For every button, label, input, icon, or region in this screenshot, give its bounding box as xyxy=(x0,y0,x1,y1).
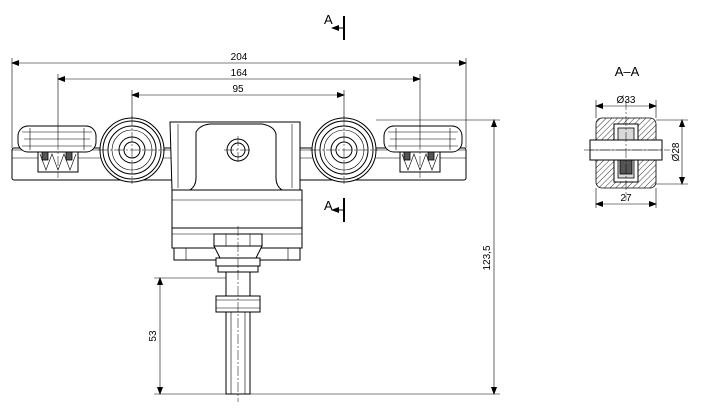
section-dimension-labels: Ø33 Ø28 27 xyxy=(617,95,682,204)
right-wheel xyxy=(310,116,378,184)
left-wheel xyxy=(98,116,166,184)
dim-wheel-inner-dia: Ø28 xyxy=(671,142,682,161)
section-marker-top: A xyxy=(324,12,345,40)
front-view xyxy=(11,116,467,402)
right-spring-assembly xyxy=(399,140,441,178)
threaded-bolt xyxy=(215,270,261,402)
dim-overall-width: 204 xyxy=(231,52,248,63)
dimension-labels: 204 164 95 123,5 53 xyxy=(148,52,493,342)
dim-bolt-length: 53 xyxy=(148,330,159,342)
dimension-lines xyxy=(11,58,500,395)
adjustment-nut xyxy=(213,226,263,278)
right-end-roller xyxy=(383,125,463,153)
dim-mid-width: 164 xyxy=(231,68,248,79)
left-spring-assembly xyxy=(37,140,79,178)
dim-total-height: 123,5 xyxy=(482,245,493,270)
central-body xyxy=(169,121,301,191)
dim-inner-width: 95 xyxy=(232,84,244,95)
dim-wheel-outer-dia: Ø33 xyxy=(617,95,636,106)
section-view: A–A xyxy=(584,64,670,200)
left-end-roller xyxy=(17,125,97,153)
dim-wheel-width: 27 xyxy=(620,193,632,204)
section-view-title: A–A xyxy=(615,64,640,79)
section-marker-bottom: A xyxy=(324,198,345,222)
section-label-top: A xyxy=(324,12,333,27)
section-dimensions xyxy=(595,100,688,208)
section-label-bottom: A xyxy=(324,198,333,213)
